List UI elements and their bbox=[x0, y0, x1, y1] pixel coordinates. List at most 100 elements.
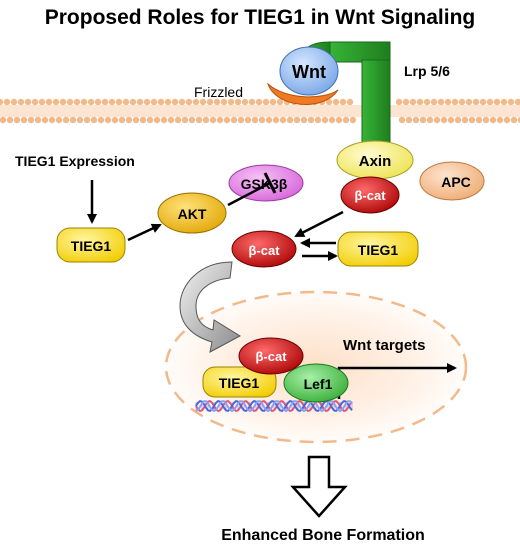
lipid-head bbox=[398, 116, 406, 124]
lipid-head bbox=[465, 98, 473, 106]
lipid-head bbox=[342, 116, 350, 124]
lipid-head bbox=[41, 116, 49, 124]
outcome-arrow bbox=[290, 455, 348, 518]
lipid-head bbox=[437, 98, 445, 106]
lipid-head bbox=[101, 98, 109, 106]
axin-label: Axin bbox=[359, 153, 392, 170]
frizzled-label: Frizzled bbox=[194, 84, 243, 100]
lipid-head bbox=[83, 116, 91, 124]
lipid-head bbox=[108, 98, 116, 106]
lipid-head bbox=[258, 116, 266, 124]
lipid-head bbox=[293, 116, 301, 124]
lipid-head bbox=[150, 98, 158, 106]
lipid-head bbox=[59, 98, 67, 106]
gsk3b-label: GSK3β bbox=[241, 176, 288, 192]
lipid-head bbox=[412, 116, 420, 124]
lipid-head bbox=[255, 98, 263, 106]
lipid-head bbox=[115, 98, 123, 106]
gsk3b-protein bbox=[228, 164, 304, 202]
lipid-head bbox=[45, 98, 53, 106]
akt-inhibits-gsk3b bbox=[227, 181, 271, 207]
lipid-head bbox=[279, 116, 287, 124]
lipid-head bbox=[325, 98, 333, 106]
beta-catenin-complex bbox=[340, 176, 400, 214]
lipid-head bbox=[269, 98, 277, 106]
lipid-head bbox=[230, 116, 238, 124]
lipid-head bbox=[34, 116, 42, 124]
lipid-head bbox=[234, 98, 242, 106]
apc-label: APC bbox=[441, 174, 471, 190]
lipid-head bbox=[153, 116, 161, 124]
lipid-head bbox=[405, 116, 413, 124]
translocation-arrow bbox=[179, 261, 242, 353]
lipid-head bbox=[486, 98, 494, 106]
lipid-head bbox=[216, 116, 224, 124]
lipid-head bbox=[3, 98, 11, 106]
lipid-head bbox=[409, 98, 417, 106]
lipid-head bbox=[493, 98, 501, 106]
lipid-head bbox=[227, 98, 235, 106]
lipid-head bbox=[178, 98, 186, 106]
lipid-head bbox=[167, 116, 175, 124]
lipid-head bbox=[346, 98, 354, 106]
lipid-head bbox=[482, 116, 490, 124]
lipid-head bbox=[188, 116, 196, 124]
lipid-head bbox=[339, 98, 347, 106]
lipid-head bbox=[55, 116, 63, 124]
tieg1-expression-label: TIEG1 Expression bbox=[15, 153, 135, 169]
outcome-label: Enhanced Bone Formation bbox=[221, 527, 425, 544]
lipid-tails bbox=[0, 105, 520, 117]
lipid-head bbox=[6, 116, 14, 124]
lipid-head bbox=[213, 98, 221, 106]
lipid-head bbox=[17, 98, 25, 106]
lipid-head bbox=[479, 98, 487, 106]
lipid-head bbox=[321, 116, 329, 124]
lipid-head bbox=[430, 98, 438, 106]
lipid-head bbox=[349, 116, 357, 124]
lipid-head bbox=[132, 116, 140, 124]
dna-strand bbox=[195, 399, 353, 413]
lipid-head bbox=[454, 116, 462, 124]
lef1-protein bbox=[283, 363, 349, 403]
lipid-head bbox=[48, 116, 56, 124]
lipid-head bbox=[517, 116, 520, 124]
lipid-head bbox=[139, 116, 147, 124]
lrp-label: Lrp 5/6 bbox=[404, 63, 450, 79]
lipid-head bbox=[206, 98, 214, 106]
lipid-head bbox=[94, 98, 102, 106]
lipid-head bbox=[251, 116, 259, 124]
lipid-head bbox=[97, 116, 105, 124]
lipid-head bbox=[416, 98, 424, 106]
lipid-head bbox=[433, 116, 441, 124]
lipid-head bbox=[395, 98, 403, 106]
lipid-head bbox=[419, 116, 427, 124]
lipid-head bbox=[146, 116, 154, 124]
beta-catenin-cytoplasm bbox=[231, 230, 297, 268]
lipid-head bbox=[62, 116, 70, 124]
lipid-head bbox=[129, 98, 137, 106]
inhibition-bar bbox=[263, 172, 277, 194]
lipid-head bbox=[195, 116, 203, 124]
lipid-head bbox=[73, 98, 81, 106]
tieg1-nucleus bbox=[202, 366, 277, 398]
lipid-head bbox=[300, 116, 308, 124]
lipid-head bbox=[496, 116, 504, 124]
lipid-head bbox=[500, 98, 508, 106]
tieg1-cytoplasm-left bbox=[56, 227, 126, 263]
lipid-head bbox=[489, 116, 497, 124]
lipid-head bbox=[402, 98, 410, 106]
apc-protein bbox=[419, 161, 485, 201]
tieg1-nucleus-label: TIEG1 bbox=[219, 375, 260, 391]
lipid-head bbox=[272, 116, 280, 124]
lipid-head bbox=[276, 98, 284, 106]
lipid-head bbox=[423, 98, 431, 106]
lipid-head bbox=[174, 116, 182, 124]
lipid-head bbox=[69, 116, 77, 124]
lipid-head bbox=[192, 98, 200, 106]
wnt-label: Wnt bbox=[292, 62, 326, 82]
lipid-head bbox=[458, 98, 466, 106]
lipid-head bbox=[335, 116, 343, 124]
lipid-head bbox=[87, 98, 95, 106]
lipid-head bbox=[440, 116, 448, 124]
lipid-head bbox=[31, 98, 39, 106]
